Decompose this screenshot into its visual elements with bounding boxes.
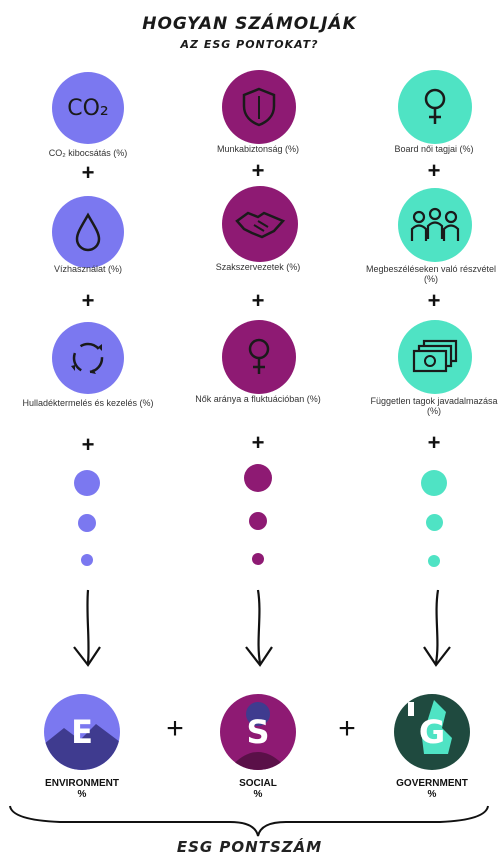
gov-dot-large	[421, 470, 447, 496]
safety-label: Munkabiztonság (%)	[216, 144, 300, 154]
plus-sign: +	[427, 158, 441, 183]
plus-sign: +	[427, 430, 441, 455]
env-dot-medium	[78, 514, 96, 532]
soc-dot-large	[244, 464, 272, 492]
environment-badge: E	[44, 694, 120, 770]
gov-dot-small	[428, 555, 440, 567]
main-title: HOGYAN SZÁMOLJÁK	[142, 14, 357, 34]
plus-sign: +	[81, 160, 95, 185]
env-dot-large	[74, 470, 100, 496]
waste-label: Hulladéktermelés és kezelés (%)	[22, 398, 154, 408]
co2-label: CO₂ kibocsátás (%)	[48, 148, 128, 158]
independent-pay-label: Független tagok javadalmazása (%)	[370, 396, 498, 416]
social-label: SOCIAL%	[239, 778, 277, 800]
women-turnover-label: Nők aránya a fluktuációban (%)	[195, 394, 321, 404]
letter-g: G	[418, 713, 446, 751]
handshake-icon	[222, 186, 298, 262]
unions-label: Szakszervezetek (%)	[215, 262, 301, 272]
flow-arrows	[73, 589, 451, 667]
summary-brace	[9, 805, 489, 837]
plus-sign: +	[251, 430, 265, 455]
water-label: Vízhasználat (%)	[53, 264, 123, 274]
government-label: GOVERNMENT%	[396, 778, 468, 800]
plus-sign: +	[251, 158, 265, 183]
shield-icon	[222, 70, 296, 144]
people-group-icon	[398, 188, 472, 262]
env-dot-small	[81, 554, 93, 566]
plus-sign: +	[338, 712, 356, 745]
plus-sign: +	[81, 288, 95, 313]
meeting-attendance-label: Megbeszéléseken való részvétel (%)	[365, 264, 497, 284]
plus-sign: +	[166, 712, 184, 745]
soc-dot-small	[252, 553, 264, 565]
board-women-label: Board női tagjai (%)	[394, 144, 474, 154]
soc-dot-medium	[249, 512, 267, 530]
letter-e: E	[71, 713, 93, 751]
social-badge: S	[220, 694, 296, 770]
environment-label: ENVIRONMENT%	[45, 778, 119, 800]
female-symbol-icon	[222, 320, 296, 394]
subtitle: AZ ESG PONTOKAT?	[180, 38, 319, 51]
plus-sign: +	[251, 288, 265, 313]
recycle-icon	[52, 322, 124, 394]
plus-sign: +	[427, 288, 441, 313]
co2-icon: CO₂	[52, 72, 124, 144]
female-board-icon	[398, 70, 472, 144]
water-drop-icon	[52, 196, 124, 268]
plus-sign: +	[81, 432, 95, 457]
government-badge: G	[394, 694, 470, 770]
esg-score-title: ESG PONTSZÁM	[176, 838, 323, 856]
letter-s: S	[246, 713, 270, 751]
gov-dot-medium	[426, 514, 443, 531]
money-icon	[398, 320, 472, 394]
